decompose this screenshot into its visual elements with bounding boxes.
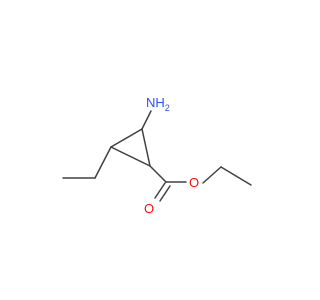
carbonyl-oxygen-label: O [144, 201, 154, 216]
ester-oxygen-bond-right [202, 166, 222, 184]
ester-ethyl-bond [220, 166, 252, 186]
amino-label: NH2 [146, 95, 170, 113]
ester-oxygen-label: O [189, 175, 199, 190]
ester-bond-1 [149, 165, 167, 183]
molecule-structure: NH2 O O [62, 95, 252, 216]
ring-bond-right [141, 128, 151, 167]
carbonyl-double-bond-b [159, 185, 171, 202]
ring-bond-top [110, 128, 143, 148]
amino-bond [141, 110, 152, 130]
ring-bond-bottom [110, 146, 151, 167]
ethyl-bond-1 [94, 146, 112, 179]
carbonyl-double-bond-a [154, 182, 166, 199]
